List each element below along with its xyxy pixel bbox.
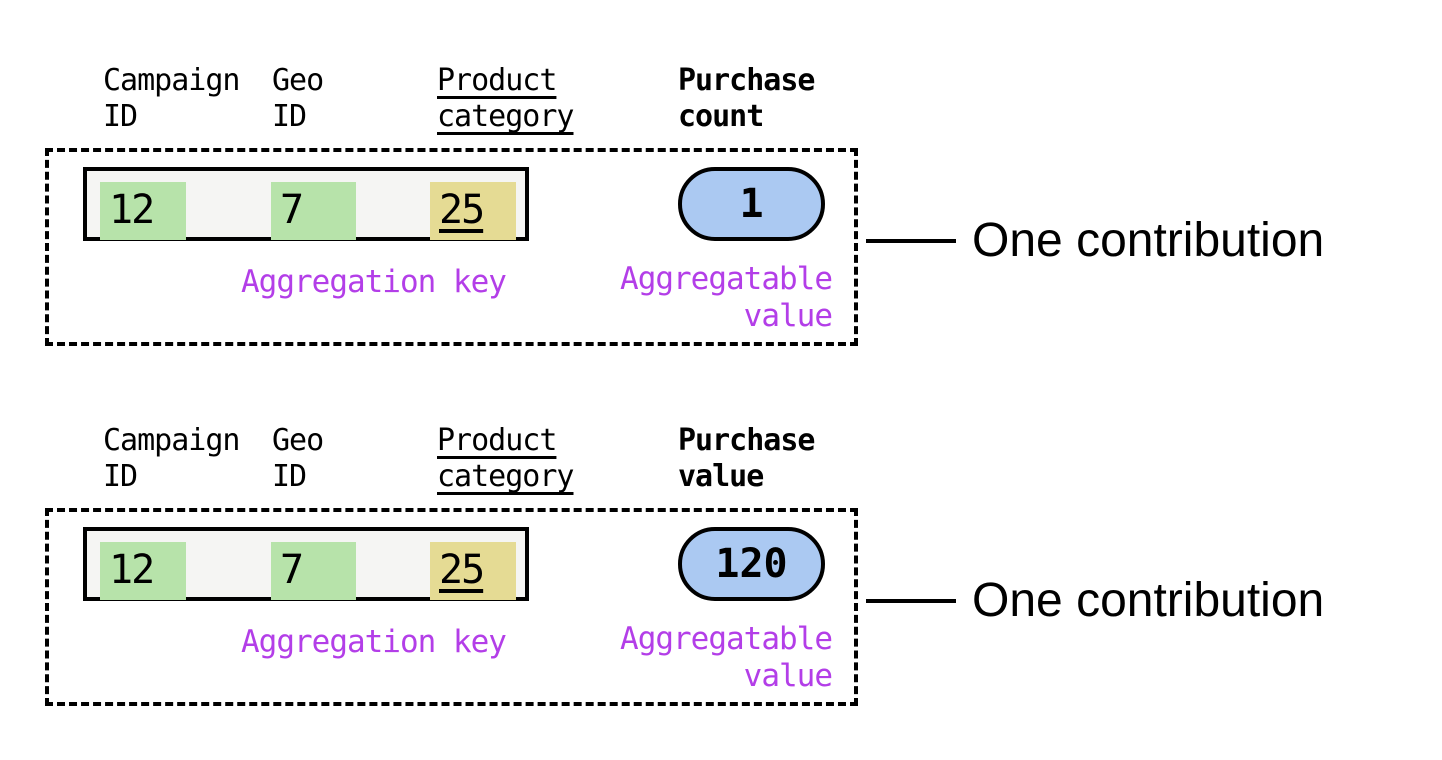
key-cell-geo-id: 7: [271, 542, 356, 600]
aggregation-key-caption: Aggregation key: [241, 264, 507, 300]
key-cell-value: 7: [280, 187, 304, 233]
column-label-campaign-id: Campaign ID: [103, 63, 240, 134]
column-label-purchase-count: Purchase count: [678, 63, 815, 134]
connector-line: [866, 239, 956, 243]
column-label-geo-id: Geo ID: [272, 423, 324, 494]
key-cell-value: 12: [109, 187, 155, 233]
connector-line: [866, 599, 956, 603]
column-label-product-category: Product category: [437, 63, 574, 134]
column-label-campaign-id: Campaign ID: [103, 423, 240, 494]
column-label-purchase-value: Purchase value: [678, 423, 815, 494]
aggregatable-value-caption: Aggregatable value: [620, 621, 833, 694]
contribution-boundary: [45, 148, 858, 346]
aggregation-key-caption: Aggregation key: [241, 624, 507, 660]
key-cell-geo-id: 7: [271, 182, 356, 240]
aggregatable-value-pill: 1: [678, 167, 825, 241]
key-cell-campaign-id: 12: [100, 542, 186, 600]
column-label-geo-id: Geo ID: [272, 63, 324, 134]
key-cell-value: 25: [439, 187, 485, 233]
one-contribution-label: One contribution: [972, 214, 1325, 267]
one-contribution-label: One contribution: [972, 574, 1325, 627]
key-cell-campaign-id: 12: [100, 182, 186, 240]
key-cell-value: 7: [280, 547, 304, 593]
contribution-section-purchase-value: Campaign ID Geo ID Product category Purc…: [0, 423, 1442, 760]
key-cell-value: 12: [109, 547, 155, 593]
key-cell-product-category: 25: [430, 182, 516, 240]
contribution-section-purchase-count: Campaign ID Geo ID Product category Purc…: [0, 63, 1442, 425]
contribution-boundary: [45, 508, 858, 706]
key-cell-value: 25: [439, 547, 485, 593]
column-label-product-category: Product category: [437, 423, 574, 494]
aggregatable-value-pill: 120: [678, 527, 825, 601]
key-cell-product-category: 25: [430, 542, 516, 600]
aggregatable-value-caption: Aggregatable value: [620, 261, 833, 334]
